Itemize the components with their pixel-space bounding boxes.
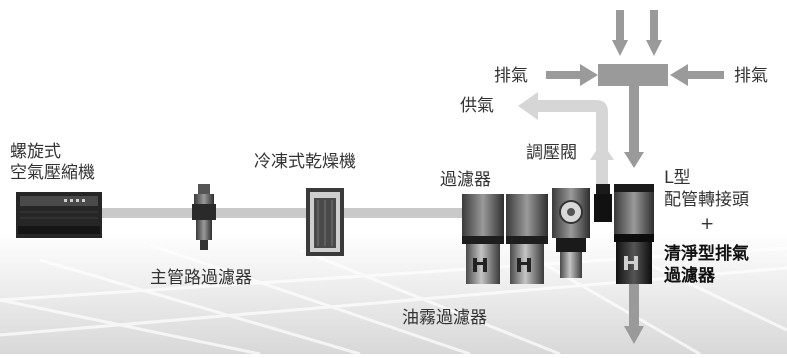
regulator-label: 調壓閥 [526,143,577,163]
screw-compressor [16,192,102,238]
filter-units [462,194,548,284]
background-floor [0,232,787,356]
main-pipe [90,208,480,218]
compressor-label-line1: 螺旋式 [10,142,61,162]
supply-air-label: 供氣 [460,96,494,116]
main-line-filter-label: 主管路過濾器 [150,268,252,288]
oil-mist-filter-label: 油霧過濾器 [402,308,487,328]
regulator [552,188,590,278]
exhaust-path [546,10,724,344]
filter-label: 過濾器 [440,170,491,190]
compressor-label-line2: 空氣壓縮機 [10,163,95,183]
exhaust-left-label: 排氣 [494,66,528,86]
l-fitting-label: 配管轉接頭 [664,190,749,210]
clean-exhaust-label-line1: 清淨型排氣 [664,244,749,264]
supply-air-line [518,92,614,200]
clean-exhaust-filter [614,184,654,284]
l-type-label: L型 [664,168,691,188]
dryer-label: 冷凍式乾燥機 [254,152,356,172]
l-type-fitting [594,184,612,222]
clean-exhaust-label-line2: 過濾器 [664,266,715,286]
exhaust-right-label: 排氣 [734,66,768,86]
refrigerated-dryer [306,188,344,256]
plus-sign: + [700,214,715,234]
main-line-filter [192,184,216,250]
